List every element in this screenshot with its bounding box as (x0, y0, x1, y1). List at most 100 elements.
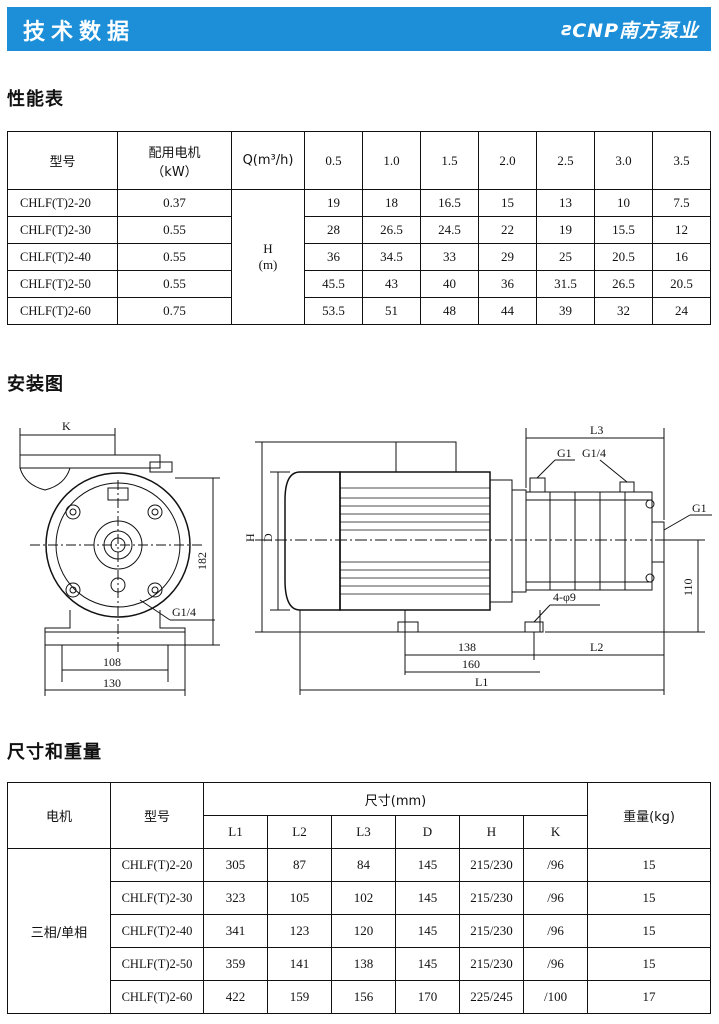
dim-val: 215/230 (459, 947, 524, 981)
perf-head: 16 (652, 243, 711, 271)
perf-head: 19 (536, 216, 595, 244)
table-row: CHLF(T)2-60 422 159 156 170 225/245 /100… (8, 980, 712, 1014)
perf-flow: 2.5 (536, 131, 595, 190)
perf-head: 28 (304, 216, 363, 244)
section-title-installation: 安装图 (7, 374, 64, 395)
perf-head: 25 (536, 243, 595, 271)
dim-val: 87 (267, 848, 332, 882)
perf-header-motor-line1: 配用电机 (148, 145, 201, 161)
performance-header-row: 型号 配用电机 （kW） Q(m³/h) 0.5 1.0 1.5 2.0 2.5… (7, 131, 711, 190)
dim-col: L3 (331, 815, 396, 849)
table-row: CHLF(T)2-50 0.55 45.5 43 40 36 31.5 26.5… (7, 270, 711, 298)
dim-header-motor: 电机 (7, 782, 111, 849)
label-110: 110 (681, 578, 695, 596)
label-l2: L2 (590, 640, 603, 654)
table-row: CHLF(T)2-40 341 123 120 145 215/230 /96 … (8, 914, 712, 948)
perf-head: 10 (594, 189, 653, 217)
perf-head: 7.5 (652, 189, 711, 217)
dim-col: K (522, 815, 589, 849)
perf-head: 24 (652, 297, 711, 325)
dim-val: /96 (522, 947, 589, 981)
perf-head: 43 (362, 270, 421, 298)
dim-val: 105 (267, 881, 332, 915)
section-title-dimensions: 尺寸和重量 (7, 742, 102, 763)
perf-model: CHLF(T)2-40 (7, 243, 118, 271)
label-g14-top: G1/4 (582, 446, 606, 460)
dim-col: L1 (203, 815, 268, 849)
perf-head: 40 (420, 270, 479, 298)
perf-flow: 0.5 (304, 131, 363, 190)
dimension-header-row: 电机 型号 尺寸(mm) 重量(kg) (7, 782, 712, 849)
logo-icon: ƨ (561, 19, 573, 40)
perf-model: CHLF(T)2-20 (7, 189, 118, 217)
dim-val: 215/230 (459, 881, 524, 915)
perf-head: 53.5 (304, 297, 363, 325)
dim-val: 145 (395, 914, 460, 948)
section-title-performance: 性能表 (7, 89, 64, 110)
dim-col: L2 (267, 815, 332, 849)
perf-flow: 1.0 (362, 131, 421, 190)
label-g1-right: G1 (692, 501, 707, 515)
perf-header-q: Q(m³/h) (231, 131, 305, 190)
label-g1-top: G1 (557, 446, 572, 460)
perf-head: 29 (478, 243, 537, 271)
perf-flow: 3.5 (652, 131, 711, 190)
dim-val: 145 (395, 881, 460, 915)
logo-text: CNP南方泵业 (572, 20, 699, 42)
perf-header-motor: 配用电机 （kW） (117, 131, 232, 190)
dim-col: H (459, 815, 524, 849)
dim-val: /96 (522, 914, 589, 948)
dim-model: CHLF(T)2-60 (110, 980, 204, 1014)
dim-weight: 15 (587, 947, 712, 981)
perf-flow: 1.5 (420, 131, 479, 190)
dim-val: /100 (522, 980, 589, 1014)
perf-head: 51 (362, 297, 421, 325)
perf-flow: 2.0 (478, 131, 537, 190)
header-bar: 技术数据 ƨ CNP南方泵业 (7, 7, 711, 51)
dimension-table: 电机 型号 尺寸(mm) 重量(kg) L1 L2 L3 D H K 三相/单相… (7, 782, 712, 1014)
dim-val: 422 (203, 980, 268, 1014)
perf-head: 15.5 (594, 216, 653, 244)
perf-power: 0.55 (117, 216, 232, 244)
dim-val: 123 (267, 914, 332, 948)
page-title: 技术数据 (23, 20, 136, 45)
dim-val: /96 (522, 848, 589, 882)
table-row: CHLF(T)2-60 0.75 53.5 51 48 44 39 32 24 (7, 297, 711, 325)
label-160: 160 (462, 657, 480, 671)
perf-model: CHLF(T)2-50 (7, 270, 118, 298)
dim-val: 341 (203, 914, 268, 948)
dim-weight: 17 (587, 980, 712, 1014)
table-row: 三相/单相 CHLF(T)2-20 305 87 84 145 215/230 … (7, 848, 712, 1014)
table-row: CHLF(T)2-40 0.55 36 34.5 33 29 25 20.5 1… (7, 243, 711, 271)
dim-header-size: 尺寸(mm) (202, 782, 589, 816)
perf-power: 0.75 (117, 297, 232, 325)
dim-val: 120 (331, 914, 396, 948)
perf-flow: 3.0 (594, 131, 653, 190)
perf-head-label-line2: (m) (258, 257, 278, 272)
label-108: 108 (103, 655, 121, 669)
perf-head: 12 (652, 216, 711, 244)
side-view (255, 428, 712, 695)
perf-head: 39 (536, 297, 595, 325)
installation-drawing: K G1/4 182 108 130 H D L3 G1 G1/4 G1 110… (19, 419, 712, 696)
label-l1: L1 (475, 675, 488, 689)
perf-head: 20.5 (652, 270, 711, 298)
dim-model: CHLF(T)2-40 (110, 914, 204, 948)
perf-head: 48 (420, 297, 479, 325)
perf-head: 26.5 (362, 216, 421, 244)
perf-power: 0.55 (117, 270, 232, 298)
dim-val: 159 (267, 980, 332, 1014)
dim-motor-type: 三相/单相 (7, 848, 111, 1014)
perf-head: 36 (304, 243, 363, 271)
dim-val: 359 (203, 947, 268, 981)
dim-header-weight: 重量(kg) (587, 782, 712, 849)
dim-val: /96 (522, 881, 589, 915)
front-view (19, 428, 220, 696)
perf-head: 45.5 (304, 270, 363, 298)
perf-head: 16.5 (420, 189, 479, 217)
table-row: CHLF(T)2-20 0.37 H (m) 19 18 16.5 15 13 … (7, 189, 711, 325)
perf-head-label-line1: H (263, 241, 273, 256)
dim-val: 156 (331, 980, 396, 1014)
perf-header-model: 型号 (7, 131, 118, 190)
dim-val: 102 (331, 881, 396, 915)
